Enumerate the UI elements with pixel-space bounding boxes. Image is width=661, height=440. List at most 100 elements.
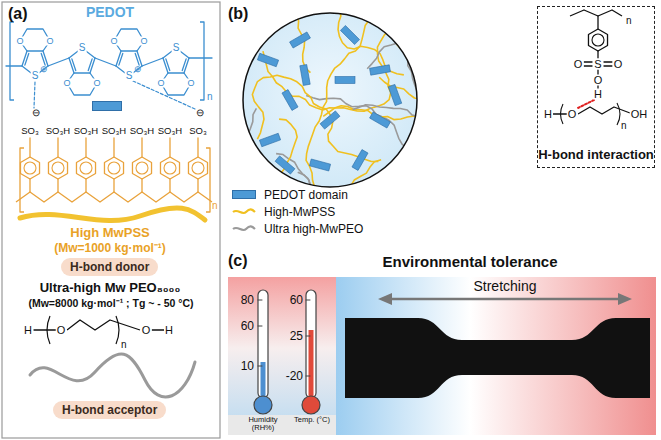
bond-line [29, 179, 30, 192]
polymer-chain [296, 0, 403, 75]
pedot-domain [388, 84, 401, 105]
role-box: H-bond donor [61, 258, 158, 276]
atom-label: OH [630, 109, 649, 120]
motion-label: Stretching [473, 279, 536, 294]
scale-tick [258, 366, 262, 367]
condition-ground [228, 277, 336, 435]
scale-tick [306, 300, 310, 301]
bond-line [584, 61, 592, 62]
bond-line [34, 329, 56, 330]
pedot-domain [259, 133, 280, 146]
legend-swatch [232, 190, 256, 199]
bracket [617, 103, 620, 125]
bond-line [152, 329, 164, 330]
repeat-index: n [121, 340, 127, 351]
legend-stroke [233, 226, 255, 230]
legend-line [232, 224, 256, 233]
pedot-domain [370, 112, 391, 128]
legend-row: High-MwPSS [232, 203, 363, 220]
bond-line [604, 65, 612, 66]
bond-line [95, 58, 116, 66]
pedot-domain [92, 101, 122, 111]
aromatic-ring [52, 162, 64, 174]
bond-line [604, 61, 612, 62]
molecular-weight: (Mw=1000 kg·mol⁻¹) [54, 242, 166, 255]
scale-tick [306, 336, 310, 337]
atom-label: S [125, 71, 134, 81]
panel-letter: (c) [228, 253, 248, 270]
atom-label: O [156, 79, 165, 88]
node-text: H-bond acceptor [62, 403, 157, 417]
aromatic-ring [108, 162, 120, 174]
bond-line [20, 157, 39, 179]
group-label: SO₃H [158, 126, 182, 136]
bond-line [121, 50, 137, 51]
bond-line [88, 59, 92, 71]
bond-line [27, 50, 43, 51]
aromatic-ring [164, 162, 176, 174]
atom-label: S [78, 43, 87, 53]
bond-line [113, 138, 114, 157]
bond-line [197, 138, 198, 157]
legend-text: PEDOT domain [264, 188, 348, 202]
charge-sign: ⊖ [196, 108, 204, 119]
aromatic-ring [80, 162, 92, 174]
scale-ticks [258, 300, 310, 376]
atom-label: O [45, 37, 54, 46]
stretch-ground [336, 277, 656, 435]
bond-line [135, 53, 139, 65]
atom-label: O [15, 37, 24, 46]
bond-line [141, 138, 142, 157]
panel-letter: (a) [8, 6, 28, 23]
scale-number: 25 [290, 330, 303, 343]
polymer-chain [379, 77, 520, 245]
panel-title: Environmental tolerance [382, 254, 557, 270]
atom-label: O [109, 37, 118, 46]
bond-line [67, 320, 140, 330]
bond-line [48, 58, 69, 66]
polymer-chain [100, 108, 256, 241]
bond-line [16, 192, 212, 202]
pedot-domain [282, 90, 298, 111]
scale-number: -20 [286, 370, 303, 383]
bond-line [116, 51, 121, 66]
polymer-name: Ultra-high Mw PEO₈₀₀₀ [40, 281, 181, 295]
bond-line [597, 16, 598, 29]
group-label: SO₃ [189, 126, 207, 136]
pedot-domain [370, 65, 391, 75]
pedot-domain [290, 32, 311, 48]
peo-chain [30, 354, 195, 397]
bond-line [160, 157, 179, 179]
pedot-domain [340, 25, 359, 44]
bond-line [104, 157, 123, 179]
scale-number: 80 [241, 294, 254, 307]
bond-line [90, 58, 95, 73]
bond-line [182, 59, 186, 71]
bond-line [76, 157, 95, 179]
group-label: SO₃H [102, 126, 126, 136]
polymer-chain [306, 0, 404, 187]
bond-line [137, 51, 142, 66]
bond-line [22, 51, 27, 66]
legend-stroke [233, 209, 255, 213]
atom-label: O [141, 325, 152, 336]
blend-circle [243, 13, 417, 187]
bond-line [57, 138, 58, 157]
node-text: H-bond donor [70, 260, 149, 274]
bond-line [169, 138, 170, 157]
aromatic-ring [592, 34, 604, 46]
bond-line [72, 59, 76, 71]
callout-box: H-bond interaction [537, 6, 655, 168]
bond-line [25, 53, 29, 65]
bond-line [6, 65, 22, 66]
arrow-heads [378, 293, 632, 305]
panel-border [2, 2, 220, 438]
dogbone-specimen [345, 318, 650, 398]
atom-label: H [23, 325, 33, 336]
bond-line [48, 157, 67, 179]
bond-line [163, 58, 168, 73]
role-box: H-bond acceptor [53, 401, 166, 419]
bracket [561, 104, 564, 124]
